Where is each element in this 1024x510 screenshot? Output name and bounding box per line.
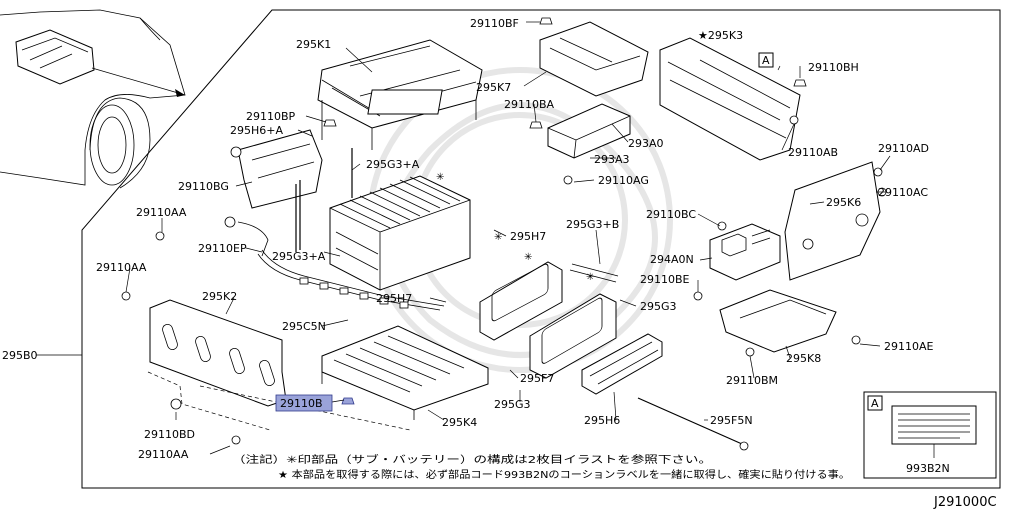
inset-caution-label: A 993B2N <box>863 391 997 479</box>
part-295K6 <box>784 161 881 281</box>
bolts <box>121 17 887 445</box>
label-29110BE: 29110BE <box>640 273 690 286</box>
ref-a-top: A <box>762 54 770 67</box>
label-295G3A-top: 295G3+A <box>366 158 420 171</box>
label-29110BG: 29110BG <box>178 180 229 193</box>
vehicle-silhouette <box>0 9 186 189</box>
part-295K7 <box>539 21 649 97</box>
label-295H6A: 295H6+A <box>230 124 283 137</box>
label-295G3A-mid: 295G3+A <box>272 250 326 263</box>
label-29110B: 29110B <box>280 397 323 410</box>
assembly-frame <box>81 9 1001 489</box>
part-295K4 <box>321 325 489 420</box>
label-29110BM: 29110BM <box>726 374 778 387</box>
label-295G3B: 295G3+B <box>566 218 619 231</box>
label-295K1: 295K1 <box>296 38 331 51</box>
label-295H7-top: 295H7 <box>510 230 546 243</box>
label-295K8: 295K8 <box>786 352 821 365</box>
label-295F5N: 295F5N <box>710 414 753 427</box>
part-294A0N <box>709 223 781 281</box>
label-29110BP: 29110BP <box>246 110 296 123</box>
label-295K4: 295K4 <box>442 416 477 429</box>
part-295K8 <box>719 289 837 353</box>
label-29110AA-1: 29110AA <box>136 206 187 219</box>
label-295K2: 295K2 <box>202 290 237 303</box>
note-line-1: （注記）✳印部品（サブ・バッテリー）の構成は2枚目イラストを参照下さい。 <box>232 453 712 466</box>
label-293A3: 293A3 <box>594 153 630 166</box>
label-295H6: 295H6 <box>584 414 620 427</box>
label-295B0: 295B0 <box>2 349 38 362</box>
part-295F7 <box>479 261 563 341</box>
notes: （注記）✳印部品（サブ・バッテリー）の構成は2枚目イラストを参照下さい。 ★ 本… <box>232 453 850 481</box>
label-29110AA-3: 29110AA <box>138 448 189 461</box>
part-295G3-sub <box>529 293 617 379</box>
label-295H7-mid: 295H7 <box>376 292 412 305</box>
label-295G3-1: 295G3 <box>640 300 677 313</box>
label-29110AC: 29110AC <box>878 186 928 199</box>
part-battery-stack <box>329 175 471 291</box>
part-295H6 <box>581 333 663 395</box>
highlight-29110B <box>275 394 333 412</box>
label-29110AA-2: 29110AA <box>96 261 147 274</box>
label-29110BA: 29110BA <box>504 98 555 111</box>
diagram-code: J291000C <box>933 495 997 510</box>
asterisk-mark-4: ✳ <box>524 252 532 263</box>
label-29110EP: 29110EP <box>198 242 247 255</box>
part-295K1 <box>317 39 483 150</box>
asterisk-mark-2: ✳ <box>436 172 444 183</box>
label-295G3-2: 295G3 <box>494 398 531 411</box>
label-29110BD: 29110BD <box>144 428 195 441</box>
part-295H6A <box>237 129 323 209</box>
bolt-rods <box>295 148 353 252</box>
asterisk-mark-3: ✳ <box>586 272 594 283</box>
label-29110AG: 29110AG <box>598 174 649 187</box>
asterisk-mark-1: ✳ <box>494 232 502 243</box>
note-line-2: ★ 本部品を取得する際には、必ず部品コード993B2Nのコーションラベルを一緒に… <box>278 468 850 481</box>
label-29110AB: 29110AB <box>788 146 838 159</box>
part-295K3 <box>659 37 801 161</box>
part-295F5N <box>637 397 743 445</box>
label-293A0: 293A0 <box>628 137 664 150</box>
inset-label-code: 993B2N <box>906 462 950 475</box>
label-295K7: 295K7 <box>476 81 511 94</box>
inset-ref: A <box>871 397 879 410</box>
label-29110BH: 29110BH <box>808 61 859 74</box>
label-295K3: ★295K3 <box>698 29 743 42</box>
label-295K6: 295K6 <box>826 196 861 209</box>
label-29110BF: 29110BF <box>470 17 519 30</box>
label-29110AD: 29110AD <box>878 142 929 155</box>
label-294A0N: 294A0N <box>650 253 694 266</box>
part-295C5N <box>257 249 445 311</box>
label-295F7: 295F7 <box>520 372 554 385</box>
label-29110AE: 29110AE <box>884 340 934 353</box>
label-29110BC: 29110BC <box>646 208 696 221</box>
part-labels: 29110BF 295K1 295K7 ★295K3 A 29110BH 291… <box>2 17 934 461</box>
part-295G3B-bar <box>569 263 619 283</box>
battery-location-icon <box>15 29 95 85</box>
part-29110EP <box>237 221 269 257</box>
label-295C5N: 295C5N <box>282 320 326 333</box>
leader-lines <box>125 21 891 455</box>
